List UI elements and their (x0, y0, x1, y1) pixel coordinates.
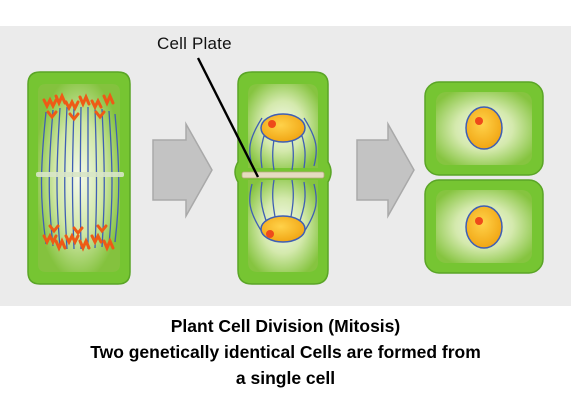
telophase-cell (234, 71, 332, 285)
nucleolus (475, 117, 483, 125)
mitosis-diagram (0, 26, 571, 306)
arrow-right-icon (356, 121, 415, 219)
caption-title: Plant Cell Division (Mitosis) (170, 316, 401, 336)
chromosomes-top (42, 92, 115, 122)
nucleus (465, 205, 503, 249)
nucleus (465, 106, 503, 150)
nucleus-top (260, 113, 306, 143)
nucleolus (268, 120, 276, 128)
arrow-right-icon (152, 121, 213, 219)
daughter-cells (424, 81, 544, 274)
caption-line: Two genetically identical Cells are form… (90, 342, 481, 362)
chromosomes-bottom (42, 224, 115, 252)
cell-plate-label: Cell Plate (157, 34, 232, 53)
caption-line: a single cell (235, 368, 336, 388)
nucleus-bottom (260, 215, 306, 243)
nucleolus (475, 217, 483, 225)
cell-plate (241, 171, 325, 179)
nucleolus (266, 230, 274, 238)
forming-plate (36, 172, 124, 177)
anaphase-cell (27, 71, 131, 285)
spindle-fibers (40, 106, 120, 250)
cell-plate-pointer (196, 57, 260, 178)
